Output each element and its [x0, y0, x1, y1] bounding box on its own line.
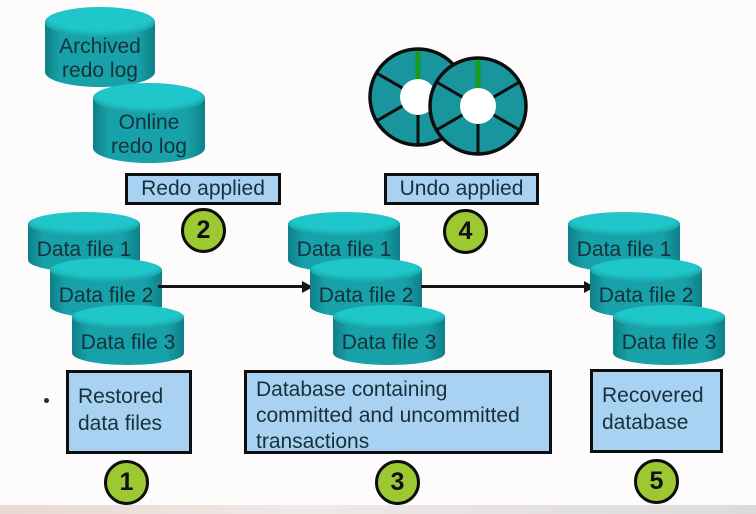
data-file-1-cylinder: Data file 1 — [28, 212, 140, 272]
step-number: 1 — [119, 468, 134, 496]
data-file-2-cylinder: Data file 2 — [50, 258, 162, 318]
box-line: database — [602, 411, 689, 434]
undo-applied-label: Undo applied — [399, 177, 524, 200]
box-line: data files — [78, 412, 163, 435]
data-file-label: Data file 3 — [621, 331, 717, 354]
undo-segment-disks-icon — [368, 47, 528, 156]
bullet-dot — [44, 398, 49, 403]
box-line: committed and uncommitted — [256, 404, 520, 427]
box-line: Recovered — [602, 384, 704, 407]
arrow-restored-to-intermediate — [158, 285, 302, 288]
cylinder-top — [590, 258, 702, 282]
cylinder-top — [333, 305, 445, 329]
online-redo-log-cylinder: Online redo log — [93, 83, 205, 163]
cylinder-top — [45, 7, 155, 37]
restored-data-files-box: Restored data files — [66, 370, 192, 454]
redo-applied-box: Redo applied — [125, 173, 281, 205]
step-number: 5 — [649, 467, 664, 495]
step-number: 4 — [458, 217, 473, 245]
redo-applied-label: Redo applied — [141, 177, 265, 200]
undo-applied-box: Undo applied — [384, 173, 539, 205]
step-5-badge: 5 — [634, 459, 679, 504]
data-file-3-cylinder: Data file 3 — [72, 305, 184, 365]
cylinder-top — [568, 212, 680, 236]
label-line: Archived — [59, 35, 141, 58]
cylinder-top — [310, 258, 422, 282]
cylinder-top — [613, 305, 725, 329]
data-file-3-cylinder: Data file 3 — [333, 305, 445, 365]
archived-redo-log-label: Archived redo log — [45, 35, 155, 83]
cylinder-top — [28, 212, 140, 236]
label-line: redo log — [111, 135, 187, 158]
step-number: 3 — [390, 468, 405, 496]
box-line: transactions — [256, 430, 370, 453]
arrow-intermediate-to-recovered — [421, 285, 584, 288]
online-redo-log-label: Online redo log — [93, 111, 205, 159]
step-4-badge: 4 — [443, 209, 488, 254]
step-1-badge: 1 — [104, 460, 149, 505]
step-3-badge: 3 — [375, 460, 420, 505]
database-containing-box: Database containing committed and uncomm… — [244, 370, 552, 454]
data-file-label: Data file 1 — [576, 238, 672, 261]
data-file-label: Data file 3 — [341, 331, 437, 354]
bottom-edge-bar — [0, 505, 756, 514]
data-file-3-cylinder: Data file 3 — [613, 305, 725, 365]
data-file-label: Data file 2 — [598, 284, 694, 307]
label-line: redo log — [62, 59, 138, 82]
step-number: 2 — [196, 216, 211, 244]
cylinder-top — [72, 305, 184, 329]
data-file-label: Data file 2 — [58, 284, 154, 307]
data-file-label: Data file 1 — [296, 238, 392, 261]
archived-redo-log-cylinder: Archived redo log — [45, 7, 155, 87]
data-file-label: Data file 2 — [318, 284, 414, 307]
cylinder-top — [50, 258, 162, 282]
step-2-badge: 2 — [181, 208, 226, 253]
disk-platter-right — [428, 56, 528, 156]
cylinder-top — [288, 212, 400, 236]
data-file-label: Data file 3 — [80, 331, 176, 354]
recovered-database-box: Recovered database — [590, 369, 723, 453]
cylinder-top — [93, 83, 205, 113]
box-line: Restored — [78, 385, 164, 408]
data-file-label: Data file 1 — [36, 238, 132, 261]
box-line: Database containing — [256, 378, 448, 401]
label-line: Online — [118, 111, 180, 134]
